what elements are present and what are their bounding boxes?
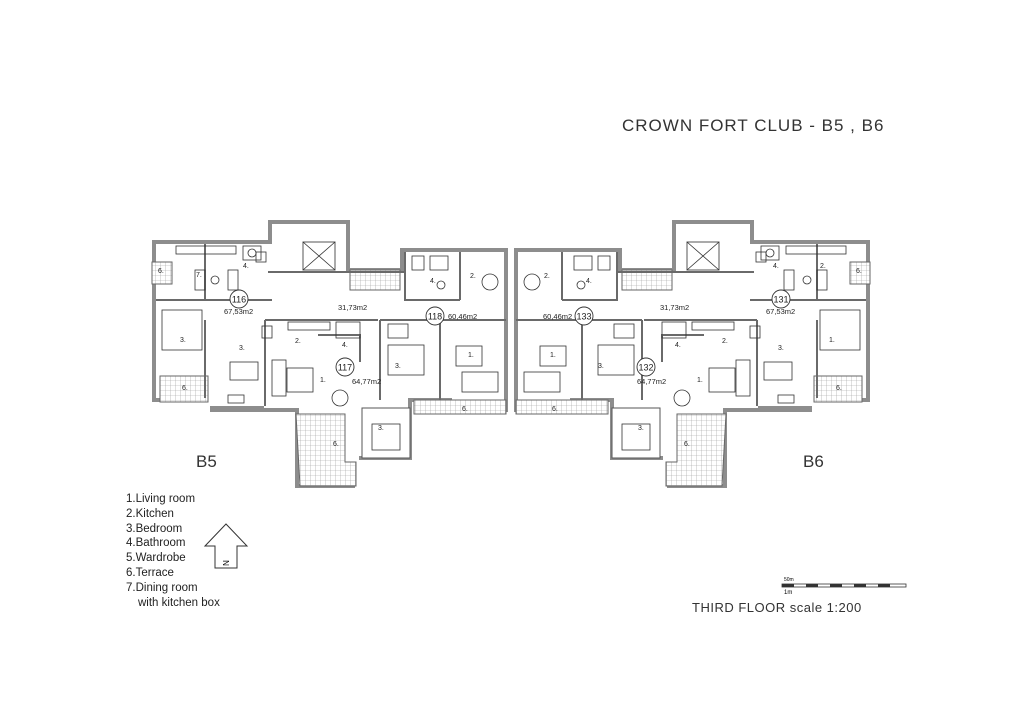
legend: 1.Living room 2.Kitchen 3.Bedroom 4.Bath… (126, 492, 220, 610)
apartment-131-marker[interactable]: 131 67,53m2 (766, 289, 795, 316)
svg-text:2.: 2. (544, 273, 550, 280)
apartment-118-area: 60,46m2 (448, 312, 477, 321)
svg-text:6.: 6. (333, 441, 339, 448)
scale-label: THIRD FLOOR scale 1:200 (692, 600, 862, 615)
apartment-118-number: 118 (428, 312, 442, 322)
b5-terrace-right (413, 399, 507, 415)
svg-text:4.: 4. (773, 263, 779, 270)
legend-item: 5.Wardrobe (126, 552, 186, 565)
svg-text:2.: 2. (295, 338, 301, 345)
svg-text:3.: 3. (778, 345, 784, 352)
svg-text:1.: 1. (320, 377, 326, 384)
apartment-116-number: 116 (232, 295, 246, 305)
svg-text:1.: 1. (829, 337, 835, 344)
b6-bedroom-lower (611, 407, 661, 459)
svg-text:6.: 6. (836, 385, 842, 392)
b6-common-area: 31,73m2 (660, 303, 689, 312)
b6-terrace-bottom-right (813, 375, 863, 403)
legend-item: 4.Bathroom (126, 537, 186, 550)
b6-terrace-left (515, 399, 609, 415)
apartment-133-area: 60,46m2 (543, 312, 572, 321)
b5-stair (349, 269, 401, 291)
apartment-117-area: 64,77m2 (352, 377, 381, 386)
scale-bar-bottom-label: 1m (784, 590, 792, 596)
apartment-133-number: 133 (576, 312, 591, 322)
legend-item: 3.Bedroom (126, 522, 183, 535)
drawing-title: CROWN FORT CLUB - B5 , B6 (622, 116, 885, 135)
b5-terrace-large (295, 413, 357, 487)
svg-text:7.: 7. (196, 272, 202, 279)
svg-text:6.: 6. (552, 406, 558, 413)
apartment-117-number: 117 (338, 363, 352, 373)
legend-item: 7.Dining room (126, 581, 198, 594)
svg-text:1.: 1. (468, 352, 474, 359)
svg-text:2.: 2. (820, 263, 826, 270)
svg-text:3.: 3. (395, 363, 401, 370)
svg-text:4.: 4. (675, 342, 681, 349)
legend-item: 1.Living room (126, 493, 196, 505)
svg-text:4.: 4. (586, 278, 592, 285)
b5-floor (156, 224, 504, 484)
svg-text:3.: 3. (180, 337, 186, 344)
apartment-118-marker[interactable]: 118 60,46m2 (425, 306, 477, 326)
svg-text:6.: 6. (856, 268, 862, 275)
legend-item: 2.Kitchen (126, 507, 174, 520)
apartment-116-marker[interactable]: 116 67,53m2 (224, 289, 253, 316)
scale-bar-top-label: 50m (784, 577, 794, 583)
building-b5-plan: 6. 7. 4. 3. 6. 3. 2. 4. 1. 6. 3. 3. 1. 6… (151, 220, 508, 488)
apartment-117-marker[interactable]: 117 64,77m2 (335, 357, 381, 386)
svg-text:6.: 6. (182, 385, 188, 392)
svg-text:1.: 1. (697, 377, 703, 384)
apartment-133-marker[interactable]: 133 60,46m2 (543, 306, 594, 326)
apartment-131-number: 131 (773, 295, 788, 305)
svg-text:4.: 4. (430, 278, 436, 285)
svg-text:3.: 3. (598, 363, 604, 370)
b5-fixtures (161, 245, 499, 451)
b6-room-labels: 6. 2. 4. 1. 3. 6. 2. 4. 1. 6. 3. 3. 1. 6… (544, 263, 862, 448)
b6-floor (518, 224, 866, 484)
b6-terrace-large (665, 413, 727, 487)
apartment-132-area: 64,77m2 (637, 377, 666, 386)
scale-bar: 50m 1m (781, 577, 907, 596)
north-arrow-icon: N (203, 523, 249, 569)
building-b6-plan (514, 220, 871, 488)
svg-text:6.: 6. (158, 268, 164, 275)
b5-common-area: 31,73m2 (338, 303, 367, 312)
legend-item-continuation: with kitchen box (138, 596, 220, 609)
b6-terrace-top-right (849, 261, 871, 285)
b5-bedroom-lower (361, 407, 411, 459)
svg-text:3.: 3. (638, 425, 644, 432)
b5-terrace-top-left (151, 261, 173, 285)
svg-text:4.: 4. (342, 342, 348, 349)
svg-text:4.: 4. (243, 263, 249, 270)
building-label-b5: B5 (196, 452, 217, 471)
b6-fixtures (523, 245, 861, 451)
svg-text:3.: 3. (239, 345, 245, 352)
legend-item: 6.Terrace (126, 566, 174, 579)
b6-stair (621, 269, 673, 291)
svg-text:3.: 3. (378, 425, 384, 432)
b5-terrace-bottom-left (159, 375, 209, 403)
building-label-b6: B6 (803, 452, 824, 471)
svg-text:2.: 2. (722, 338, 728, 345)
svg-text:2.: 2. (470, 273, 476, 280)
svg-text:6.: 6. (462, 406, 468, 413)
north-label: N (221, 560, 230, 566)
apartment-131-area: 67,53m2 (766, 307, 795, 316)
svg-text:6.: 6. (684, 441, 690, 448)
apartment-132-number: 132 (638, 363, 653, 373)
b5-room-labels: 6. 7. 4. 3. 6. 3. 2. 4. 1. 6. 3. 3. 1. 6… (158, 263, 476, 448)
svg-text:1.: 1. (550, 352, 556, 359)
apartment-132-marker[interactable]: 132 64,77m2 (636, 357, 666, 386)
apartment-116-area: 67,53m2 (224, 307, 253, 316)
